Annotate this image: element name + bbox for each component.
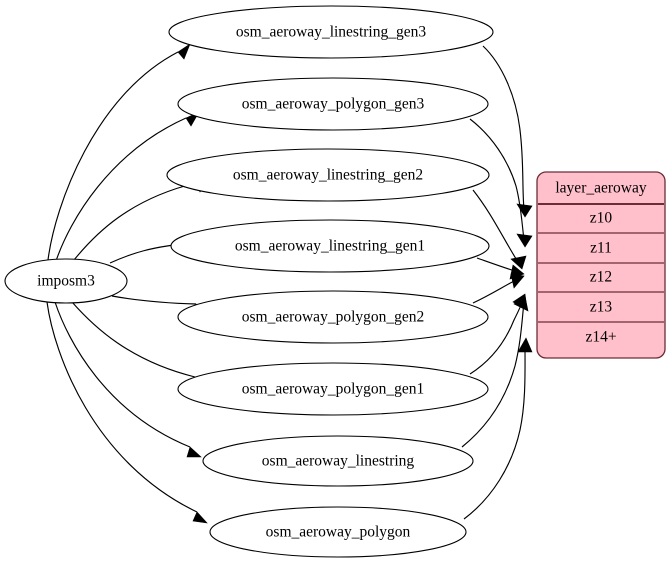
node-osm-aeroway-linestring-gen2[interactable]: osm_aeroway_linestring_gen2	[166, 148, 490, 202]
node-osm-aeroway-polygon-gen1-label: osm_aeroway_polygon_gen1	[242, 381, 425, 398]
node-osm-aeroway-polygon-gen2-shape[interactable]	[177, 290, 489, 344]
node-osm-aeroway-linestring-gen1-label: osm_aeroway_linestring_gen1	[235, 238, 425, 255]
edge-polygon-gen2-to-z12c	[472, 278, 519, 304]
edge-imposm3-to-linestring-gen2	[73, 182, 197, 261]
arrowhead-z13-b	[513, 295, 529, 312]
node-osm-aeroway-polygon-gen2[interactable]: osm_aeroway_polygon_gen2	[177, 290, 489, 344]
edge-imposm3-to-linestring	[54, 301, 191, 448]
edge-group-tables-to-record	[461, 45, 533, 520]
node-osm-aeroway-polygon-gen1-shape[interactable]	[177, 362, 489, 416]
record-row-z11-label[interactable]: z11	[590, 240, 612, 257]
node-osm-aeroway-polygon-shape[interactable]	[209, 506, 467, 558]
node-osm-aeroway-linestring[interactable]: osm_aeroway_linestring	[202, 435, 474, 487]
node-osm-aeroway-linestring-gen2-label: osm_aeroway_linestring_gen2	[233, 167, 423, 184]
edge-imposm3-to-linestring-gen3	[47, 51, 179, 261]
node-osm-aeroway-linestring-gen1-shape[interactable]	[170, 219, 490, 273]
arrowhead-z11-a	[516, 233, 533, 248]
node-osm-aeroway-polygon-gen3-shape[interactable]	[177, 77, 489, 131]
arrowhead-linestring	[186, 446, 202, 458]
node-osm-aeroway-polygon[interactable]: osm_aeroway_polygon	[209, 506, 467, 558]
node-osm-aeroway-linestring-gen3-label: osm_aeroway_linestring_gen3	[236, 24, 427, 41]
arrowhead-z12-c	[510, 273, 525, 289]
node-osm-aeroway-linestring-gen1[interactable]: osm_aeroway_linestring_gen1	[170, 219, 490, 273]
node-imposm3-shape[interactable]	[4, 258, 128, 304]
node-osm-aeroway-linestring-shape[interactable]	[202, 435, 474, 487]
arrowhead-linestring-gen3	[177, 43, 191, 60]
edge-imposm3-to-polygon-gen3	[55, 117, 187, 262]
edge-linestring-gen2-to-z12	[472, 189, 519, 263]
edge-polygon-gen3-to-z11	[469, 118, 525, 241]
arrowhead-z12-a	[510, 255, 527, 270]
node-osm-aeroway-linestring-gen2-shape[interactable]	[166, 148, 490, 202]
arrowhead-z14-a	[517, 337, 533, 353]
node-imposm3[interactable]: imposm3	[4, 258, 128, 304]
node-osm-aeroway-linestring-gen3-shape[interactable]	[168, 5, 494, 59]
node-osm-aeroway-polygon-gen3[interactable]: osm_aeroway_polygon_gen3	[177, 77, 489, 131]
node-osm-aeroway-polygon-gen3-label: osm_aeroway_polygon_gen3	[242, 96, 425, 113]
edge-polygon-to-z14	[463, 344, 526, 520]
record-row-z14-label[interactable]: z14+	[585, 329, 616, 346]
edge-linestring-to-z13b	[461, 301, 525, 448]
node-osm-aeroway-polygon-gen2-label: osm_aeroway_polygon_gen2	[242, 309, 425, 326]
node-osm-aeroway-polygon-gen1[interactable]: osm_aeroway_polygon_gen1	[177, 362, 489, 416]
node-osm-aeroway-polygon-label: osm_aeroway_polygon	[266, 524, 411, 541]
arrowhead-z10-a	[516, 203, 533, 218]
node-layer-aeroway-record[interactable]: layer_aeroway z10 z11 z12 z13 z14+	[536, 171, 666, 359]
arrowhead-polygon	[192, 511, 208, 524]
record-header-label: layer_aeroway	[555, 180, 646, 197]
node-osm-aeroway-linestring-label: osm_aeroway_linestring	[262, 453, 415, 470]
node-osm-aeroway-linestring-gen3[interactable]: osm_aeroway_linestring_gen3	[168, 5, 494, 59]
record-row-z10-label[interactable]: z10	[590, 210, 613, 227]
record-row-z12-label[interactable]: z12	[590, 269, 612, 286]
record-row-z13-label[interactable]: z13	[590, 299, 613, 316]
edge-imposm3-to-polygon	[46, 301, 198, 513]
edge-imposm3-to-polygon-gen2	[111, 295, 197, 305]
edge-linestring-gen3-to-z10	[482, 45, 525, 211]
record-background[interactable]	[536, 171, 666, 359]
edge-imposm3-to-polygon-gen1	[71, 301, 196, 378]
node-imposm3-label: imposm3	[37, 273, 95, 290]
